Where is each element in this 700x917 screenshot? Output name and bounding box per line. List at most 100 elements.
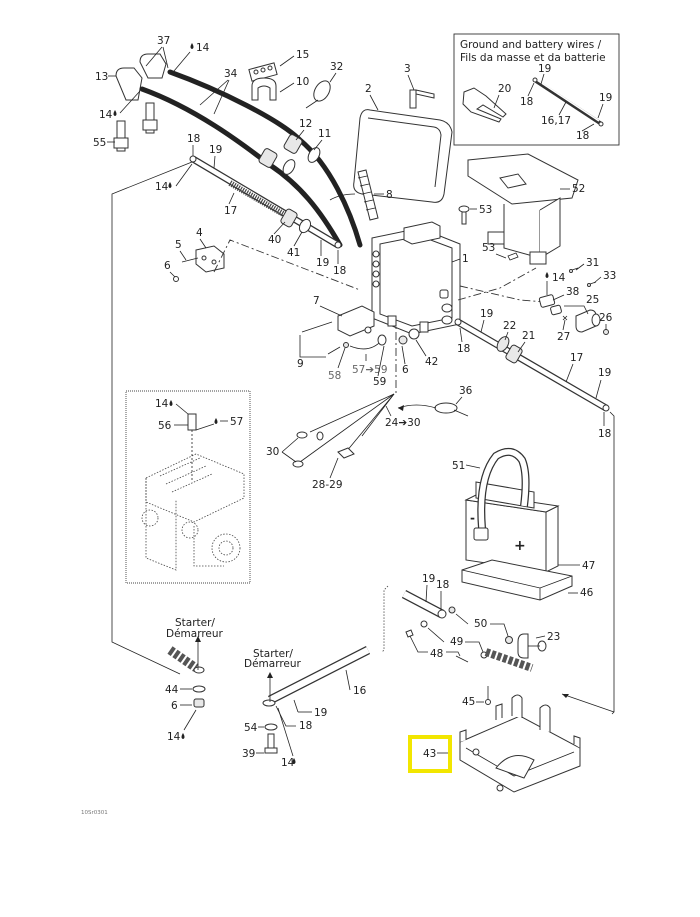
spark-plug-caps [115,53,167,101]
solenoid-relay [173,245,225,282]
callout-16: 16 [353,685,367,697]
crimp-tool [462,87,507,123]
starter-wire-line [111,161,193,675]
callout-45: 45 [462,696,475,708]
callout-6b: 6 [402,364,409,376]
callout-23: 23 [547,631,560,643]
starter-label-right-2: Démarreur [244,658,302,670]
ignition-cables [139,69,363,248]
callout-4: 4 [196,227,203,239]
battery: + - [464,447,560,573]
inset-ground-battery-wires: Ground and battery wires / Fils da masse… [453,33,620,146]
callout-19: 19 [538,63,551,75]
callout-19d: 19 [598,367,611,379]
callout-46: 46 [580,587,594,599]
callout-11: 11 [318,128,331,140]
callout-19b: 19 [316,257,329,269]
callout-14d: 14 [552,272,566,284]
battery-tray [459,694,581,793]
callout-17b: 17 [570,352,583,364]
callout-41: 41 [287,247,300,259]
callout-19a: 19 [209,144,222,156]
callout-55: 55 [93,137,106,149]
callout-13: 13 [95,71,108,83]
spiral-wrap [357,169,379,221]
switch-assembly [538,267,609,335]
wiring-harness [292,393,395,468]
callout-19c: 19 [480,308,493,320]
spark-plugs [113,102,158,152]
callout-18e: 18 [436,579,449,591]
callout-18b: 18 [576,130,589,142]
callout-40: 40 [268,234,281,246]
callout-14e: 14 [155,398,169,410]
tray-screw [485,686,491,705]
callout-22: 22 [503,320,516,332]
callout-26: 26 [599,312,613,324]
callout-14b: 14 [99,109,113,121]
callout-44: 44 [165,684,179,696]
cable-tie [434,402,469,417]
callout-14: 14 [196,42,210,54]
inset-engine [125,390,251,584]
callout-6a: 6 [164,260,171,272]
callout-37: 37 [157,35,170,47]
callout-14c: 14 [155,181,169,193]
callout-18a: 18 [187,133,200,145]
callout-30: 30 [266,446,279,458]
callout-6c: 6 [171,700,178,712]
callout-31: 31 [586,257,599,269]
callout-14g: 14 [281,757,295,769]
callout-18d: 18 [598,428,611,440]
callout-47: 47 [582,560,595,572]
callout-12: 12 [299,118,312,130]
callout-38: 38 [566,286,579,298]
callout-14-drop-a: 14 [190,42,210,54]
electrical-box [371,221,461,335]
callout-16-17: 16,17 [541,115,571,127]
callout-8: 8 [386,189,393,201]
callout-19f: 19 [314,707,327,719]
callout-43: 43 [423,748,436,760]
highlight-box-43 [408,735,452,773]
callout-50: 50 [474,618,487,630]
callout-7: 7 [313,295,320,307]
callout-58: 58 [328,370,341,382]
battery-cable [381,585,547,672]
callout-15: 15 [296,49,309,61]
ground-wire-line [609,411,615,715]
svg-text:-: - [470,511,475,525]
callout-9: 9 [297,358,304,370]
mounting-bracket [467,153,579,265]
push-rivet [458,205,470,225]
grommets [258,134,321,175]
callout-18: 18 [520,96,533,108]
callout-18b: 18 [333,265,346,277]
callout-24-30: 24➔30 [385,417,421,429]
lower-cable-17 [454,318,610,412]
callout-53b: 53 [482,242,495,254]
starter-cable-left [167,636,206,708]
callout-19e: 19 [422,573,435,585]
callout-48: 48 [430,648,443,660]
callout-34: 34 [224,68,238,80]
svg-text:+: + [514,538,526,554]
callout-5: 5 [175,239,182,251]
callout-25: 25 [586,294,599,306]
callout-49: 49 [450,636,463,648]
callout-57: 57 [230,416,243,428]
cable-clamps [248,62,331,109]
callout-42: 42 [425,356,438,368]
electrical-box-cover [353,89,453,203]
callout-59: 59 [373,376,386,388]
inset-title-line1: Ground and battery wires / [460,39,602,51]
callout-20: 20 [498,83,511,95]
callout-27: 27 [557,331,570,343]
arrow-to-battery-tray [561,693,615,713]
callout-39: 39 [242,748,255,760]
battery-tray-pad [461,559,573,601]
callout-36: 36 [459,385,473,397]
ground-cable [532,77,604,127]
callout-57-59: 57➔59 [352,364,388,376]
